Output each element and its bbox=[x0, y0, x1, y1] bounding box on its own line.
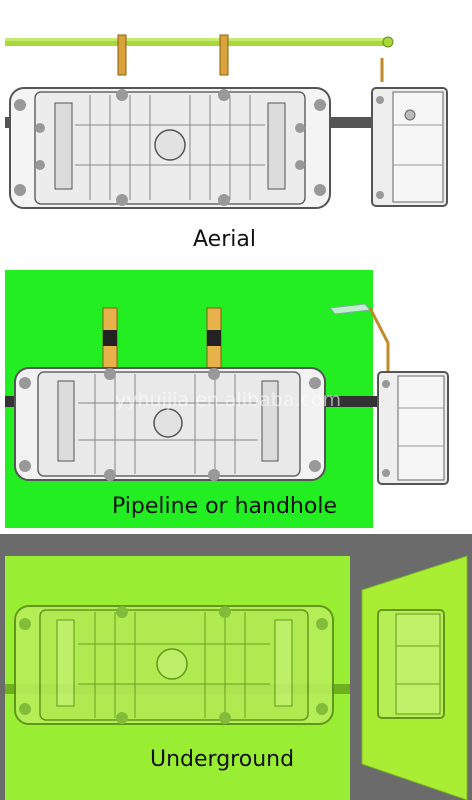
closure-front-view bbox=[14, 605, 334, 725]
hanger-right bbox=[219, 34, 229, 76]
aerial-illustration bbox=[5, 34, 448, 209]
underground-caption: Underground bbox=[150, 747, 295, 772]
closure-side-view bbox=[377, 371, 449, 485]
pipeline-panel: yyhuijia.en.alibaba.com Pipeline or hand… bbox=[0, 268, 472, 530]
closure-side-view bbox=[377, 609, 445, 719]
watermark: yyhuijia.en.alibaba.com bbox=[115, 389, 342, 411]
messenger-wire bbox=[5, 38, 385, 46]
closure-front-view bbox=[14, 367, 326, 481]
underground-panel: Underground bbox=[0, 534, 472, 800]
underground-illustration bbox=[0, 534, 472, 800]
aerial-panel: Aerial bbox=[0, 0, 472, 262]
wire-end-icon bbox=[382, 36, 394, 48]
pipeline-illustration bbox=[5, 270, 449, 528]
closure-front-view bbox=[9, 87, 331, 209]
aerial-caption: Aerial bbox=[193, 227, 256, 252]
closure-side-view bbox=[371, 87, 448, 207]
hanger-left bbox=[117, 34, 127, 76]
pipeline-caption: Pipeline or handhole bbox=[112, 494, 337, 519]
